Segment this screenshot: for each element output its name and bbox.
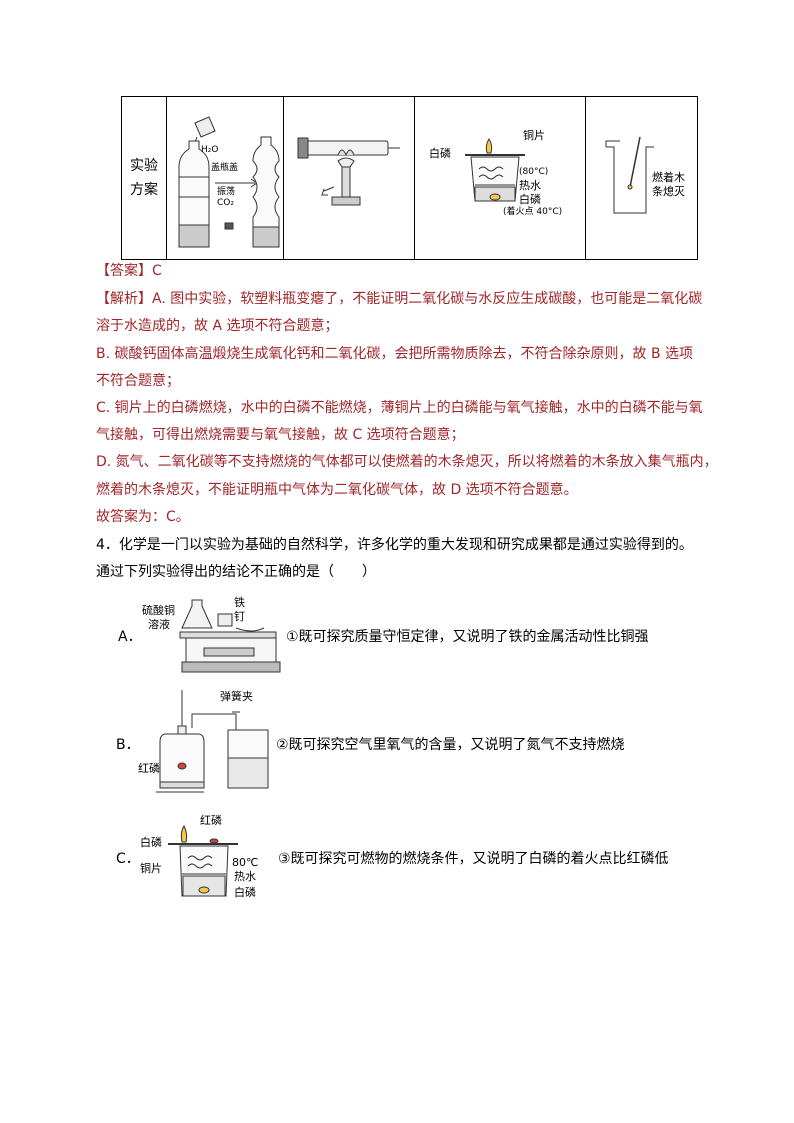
option-c-figure: 红磷 白磷 铜片 80℃ 热水 白磷 (138, 810, 278, 906)
option-a-label-4: 钉 (234, 610, 245, 623)
option-b-text: ②既可探究空气里氧气的含量，又说明了氮气不支持燃烧 (276, 737, 625, 753)
analysis-line-3: B. 碳酸钙固体高温煅烧生成氧化钙和二氧化碳，会把所需物质除去，不符合除杂原则，… (96, 346, 694, 362)
question-line-1: 4．化学是一门以实验为基础的自然科学，许多化学的重大发现和研究成果都是通过实验得… (96, 537, 693, 553)
label-splint-2: 条熄灭 (652, 185, 685, 198)
label-shake: 振荡 (217, 187, 236, 197)
label-hot-water: 热水 (519, 179, 541, 192)
figure-b-cell (283, 96, 415, 260)
figure-c-cell: 铜片 白磷 (80°C) 热水 白磷 (着火点 40°C) (414, 96, 586, 260)
label-temp: (80°C) (519, 167, 549, 177)
question-line-2: 通过下列实验得出的结论不正确的是（ ） (96, 564, 376, 580)
label-h2o: H₂O (201, 145, 219, 155)
option-a-figure: 硫酸铜 溶液 铁 钉 (140, 592, 284, 678)
option-c-text: ③既可探究可燃物的燃烧条件，又说明了白磷的着火点比红磷低 (278, 851, 669, 867)
experiment-table: 实验 方案 (121, 96, 698, 260)
figure-a-bottles: H₂O 盖瓶盖 振荡 CO₂ (167, 97, 283, 259)
figure-d-cell: 燃着木 条熄灭 (585, 96, 698, 260)
analysis-label: 【解析】 (96, 291, 152, 307)
label-splint-1: 燃着木 (652, 171, 685, 184)
option-a-label-1: 硫酸铜 (142, 604, 175, 617)
analysis-line-7: D. 氮气、二氧化碳等不支持燃烧的气体都可以使燃着的木条熄灭，所以将燃着的木条放… (96, 454, 718, 470)
figure-a-cell: H₂O 盖瓶盖 振荡 CO₂ (166, 96, 284, 260)
header-line-2: 方案 (130, 182, 158, 198)
header-line-1: 实验 (130, 158, 158, 174)
analysis-line-1: 【解析】A. 图中实验，软塑料瓶变瘪了，不能证明二氧化碳与水反应生成碳酸，也可能… (96, 291, 703, 307)
analysis-line-9: 故答案为：C。 (96, 509, 190, 525)
label-white-phosphorus: 白磷 (429, 147, 451, 160)
figure-b-heating (284, 97, 414, 259)
analysis-line-5: C. 铜片上的白磷燃烧，水中的白磷不能燃烧，薄铜片上的白磷能与氧气接触，水中的白… (96, 400, 703, 416)
option-b-letter: B． (116, 737, 140, 753)
label-cap: 盖瓶盖 (211, 163, 239, 173)
option-a-label-3: 铁 (234, 596, 245, 609)
option-c-label-5: 热水 (234, 870, 256, 883)
option-a-text: ①既可探究质量守恒定律，又说明了铁的金属活动性比铜强 (286, 629, 649, 645)
figure-d-gas-bottle: 燃着木 条熄灭 (586, 97, 697, 259)
analysis-line-4: 不符合题意； (96, 373, 180, 389)
option-c-label-6: 白磷 (234, 886, 256, 899)
option-c-letter: C． (116, 851, 140, 867)
table-header-cell: 实验 方案 (121, 96, 167, 260)
option-b-label-2: 红磷 (138, 762, 160, 775)
answer-line: 【答案】C (96, 261, 162, 281)
analysis-line-8: 燃着的木条熄灭，不能证明瓶中气体为二氧化碳气体，故 D 选项不符合题意。 (96, 482, 578, 498)
option-c-label-1: 红磷 (200, 814, 222, 827)
answer-value: C (152, 263, 162, 279)
option-b-figure: 弹簧夹 红磷 (138, 688, 274, 798)
label-copper: 铜片 (523, 129, 545, 142)
option-a-label-2: 溶液 (148, 618, 170, 631)
label-white-phosphorus-2: 白磷 (519, 193, 541, 206)
option-c-label-2: 白磷 (140, 836, 162, 849)
option-b-label-1: 弹簧夹 (220, 690, 253, 703)
option-c-label-4: 80℃ (232, 856, 259, 869)
analysis-line-6: 气接触，可得出燃烧需要与氧气接触，故 C 选项符合题意； (96, 427, 465, 443)
answer-label: 【答案】 (96, 263, 152, 279)
option-c-label-3: 铜片 (140, 862, 162, 875)
figure-c-combustion: 铜片 白磷 (80°C) 热水 白磷 (着火点 40°C) (415, 97, 585, 259)
analysis-line-2: 溶于水造成的，故 A 选项不符合题意； (96, 318, 339, 334)
option-a-letter: A． (118, 629, 142, 645)
label-ignition-point: (着火点 40°C) (503, 207, 563, 217)
label-co2: CO₂ (217, 198, 234, 208)
